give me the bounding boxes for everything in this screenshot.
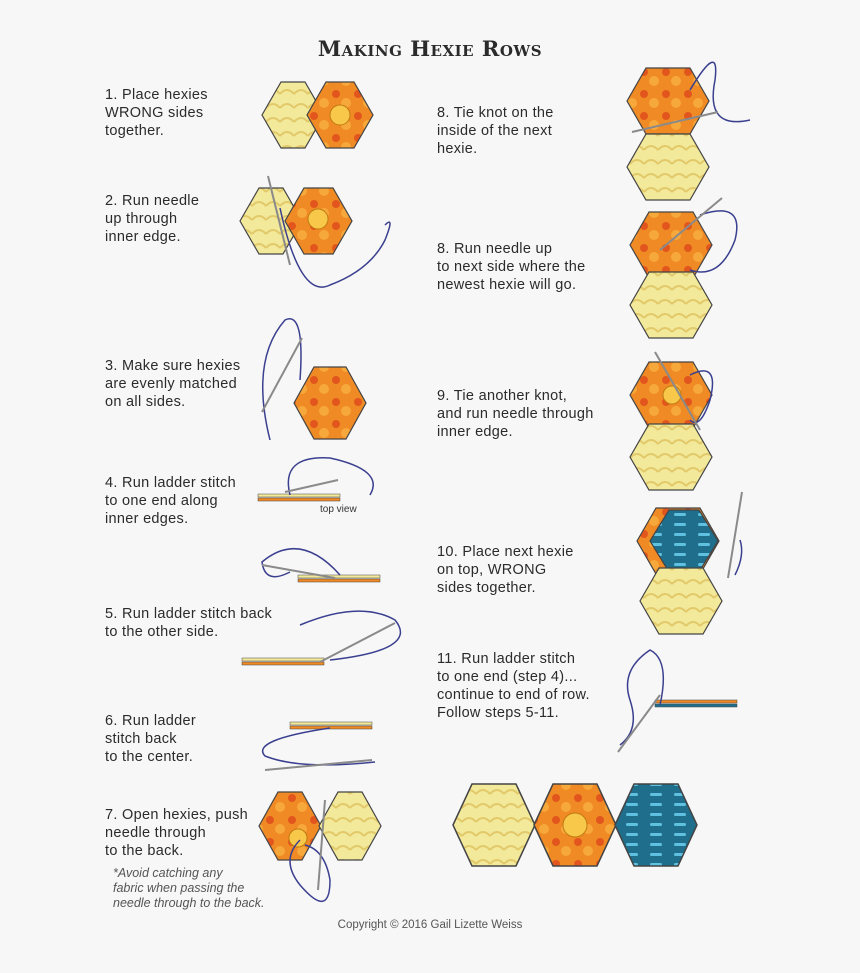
step-6-top-view [262,721,376,771]
step-7-text: 7. Open hexies, push needle through to t… [105,807,249,859]
step-3-text: 3. Make sure hexies are evenly matched o… [105,358,241,410]
footnote-text: *Avoid catching any fabric when passing … [113,866,265,910]
step-8a-hexies [626,61,751,201]
step-2-text: 2. Run needle up through inner edge. [105,193,200,245]
step-8a-text: 8. Tie knot on the inside of the next he… [437,105,554,157]
step-4-text: 4. Run ladder stitch to one end along in… [105,475,236,527]
step-1-hexies [261,81,374,149]
step-7-hexies [258,791,382,903]
step-4-top-view [257,457,374,502]
step-1-text: 1. Place hexies WRONG sides together. [105,87,208,139]
step-5-text: 5. Run ladder stitch back to the other s… [105,606,273,640]
step-4b-top-view [261,547,381,583]
step-9-hexies [629,351,714,491]
step-2-hexies [239,175,391,288]
step-9-text: 9. Tie another knot, and run needle thro… [437,388,594,440]
step-6-text: 6. Run ladder stitch back to the center. [105,713,196,765]
step-11-top-view [617,649,738,753]
step-10-hexies [636,491,743,635]
step-11-text: 11. Run ladder stitch to one end (step 4… [437,651,590,721]
step-3-hexie [261,318,367,441]
step-5-top-view [241,610,402,666]
finished-row [452,783,698,867]
step-8b-text: 8. Run needle up to next side where the … [437,241,586,293]
copyright: Copyright © 2016 Gail Lizette Weiss [337,919,523,931]
top-view-label: top view [320,504,357,515]
step-10-text: 10. Place next hexie on top, WRONG sides… [437,544,574,596]
page-title: Making Hexie Rows [317,36,543,61]
step-8b-hexies [629,197,738,339]
